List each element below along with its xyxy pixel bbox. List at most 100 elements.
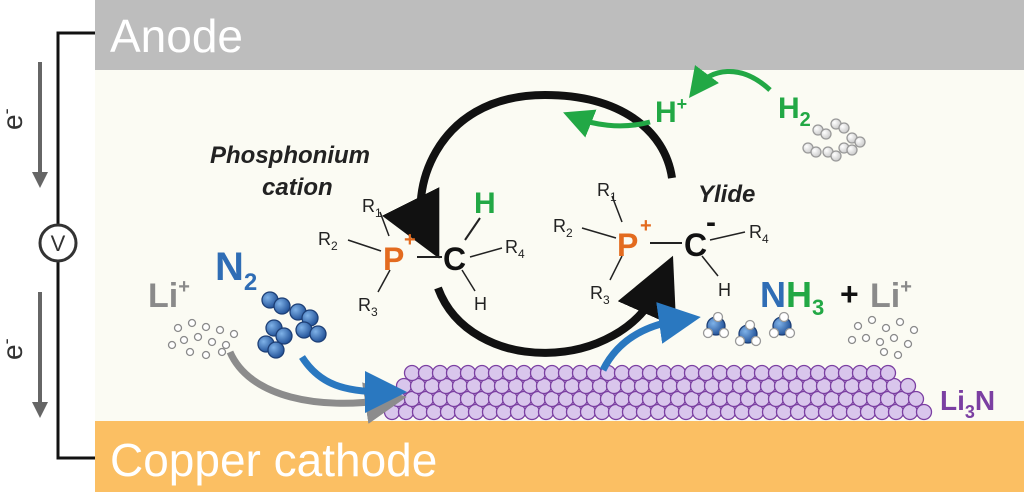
lithium-particle xyxy=(187,318,197,328)
electron-label-bottom: e- xyxy=(0,338,28,360)
li3n-sphere xyxy=(585,364,603,382)
lithium-to-cathode-arrow xyxy=(226,350,407,424)
li3n-sphere xyxy=(837,364,855,382)
li3n-sphere xyxy=(571,364,589,382)
li3n-sphere xyxy=(543,364,561,382)
li3n-sphere xyxy=(459,364,477,382)
anode-bar xyxy=(95,0,1024,70)
li3n-sphere xyxy=(473,364,491,382)
cycle-arrow-top-right xyxy=(544,91,676,179)
li3n-sphere xyxy=(899,377,917,395)
lithium-particle xyxy=(893,350,903,360)
lithium-ion-product-particles xyxy=(847,315,919,360)
hydrogen-particle xyxy=(810,146,822,158)
electrolyte-background xyxy=(95,68,1024,423)
lithium-particle xyxy=(889,333,899,343)
li3n-sphere xyxy=(487,364,505,382)
lithium-particle xyxy=(201,350,211,360)
li3n-sphere xyxy=(809,364,827,382)
li3n-sphere xyxy=(795,364,813,382)
bond-p-r1 xyxy=(611,195,623,223)
lithium-particle xyxy=(215,325,225,335)
li3n-sphere xyxy=(403,364,421,382)
carbon-atom: C xyxy=(443,241,466,277)
ammonia-molecules xyxy=(702,311,796,347)
ylide-structure: P + C - H R1 R2 R3 R4 xyxy=(553,180,769,307)
plus-sign: + xyxy=(840,276,859,312)
ammonia-hydrogen xyxy=(702,327,714,339)
li3n-sphere xyxy=(655,364,673,382)
hydrogen-particle xyxy=(846,144,858,156)
anode: Anode xyxy=(95,0,1024,70)
lithium-ion-particles xyxy=(167,318,239,360)
phosphonium-label-line2: cation xyxy=(262,174,333,201)
li3n-sphere xyxy=(753,364,771,382)
lithium-particle xyxy=(221,340,231,350)
bond-p-r3 xyxy=(609,255,623,281)
proton-to-cycle-arrow xyxy=(563,109,651,138)
lithium-particle xyxy=(881,323,891,333)
lithium-particle xyxy=(875,337,885,347)
lithium-particle xyxy=(207,337,217,347)
lithium-particle xyxy=(179,335,189,345)
li3n-sphere xyxy=(865,364,883,382)
cathode-label: Copper cathode xyxy=(110,434,437,486)
nitrogen-atom xyxy=(273,297,291,315)
hydrogen-atom: H xyxy=(718,280,731,300)
lithium-particle xyxy=(229,329,239,339)
hydrogen-particle xyxy=(838,122,850,134)
ammonia-hydrogen xyxy=(712,311,724,323)
bond-c-h xyxy=(701,255,719,277)
nitrogen-atom xyxy=(275,327,293,345)
phosphonium-label-line1: Phosphonium xyxy=(210,142,370,169)
li3n-sphere xyxy=(445,364,463,382)
bond-c-h-top xyxy=(464,217,481,241)
cathode-bar xyxy=(95,421,1024,492)
ammonia-hydrogen xyxy=(750,335,762,347)
lithium-particle xyxy=(879,347,889,357)
hydrogen-atom-green: H xyxy=(474,187,496,220)
li3n-sphere xyxy=(431,364,449,382)
li3n-sphere xyxy=(529,364,547,382)
phosphorus-charge: + xyxy=(640,215,652,237)
ammonia-release-arrow xyxy=(599,302,701,372)
circuit-wire-bottom xyxy=(56,262,95,460)
lithium-particle xyxy=(167,340,177,350)
li3n-label: Li3N xyxy=(940,385,995,422)
lithium-particle xyxy=(173,323,183,333)
lithium-particle xyxy=(861,333,871,343)
li3n-sphere xyxy=(683,364,701,382)
r1-label: R1 xyxy=(597,180,617,204)
li3n-sphere xyxy=(851,364,869,382)
phosphorus-atom: P xyxy=(383,241,404,277)
carbanion-charge: - xyxy=(706,206,716,239)
lithium-particle xyxy=(903,339,913,349)
phosphorus-atom: P xyxy=(617,227,638,263)
li3n-sphere xyxy=(711,364,729,382)
proton-label: H+ xyxy=(655,94,687,129)
hydrogen-particle xyxy=(854,136,866,148)
li3n-sphere xyxy=(613,364,631,382)
r3-label: R3 xyxy=(358,295,378,319)
li3n-sphere xyxy=(739,364,757,382)
catalytic-cycle xyxy=(382,91,677,357)
ammonia-hydrogen xyxy=(778,311,790,323)
li3n-sphere xyxy=(915,403,933,421)
anode-label: Anode xyxy=(110,10,243,62)
electron-label-top: e- xyxy=(0,108,28,130)
li3n-sphere xyxy=(641,364,659,382)
li3n-sphere xyxy=(501,364,519,382)
cycle-arrow-left xyxy=(382,91,546,259)
nitrogen-label: N2 xyxy=(215,245,257,296)
hydrogen-particle xyxy=(820,128,832,140)
li3n-layer xyxy=(383,364,933,421)
voltmeter-icon xyxy=(38,223,78,263)
lithium-particle xyxy=(847,335,857,345)
nitrogen-atom xyxy=(267,341,285,359)
r3-label: R3 xyxy=(590,283,610,307)
r2-label: R2 xyxy=(318,229,338,253)
bond-c-h-bottom xyxy=(461,269,476,292)
lithium-particle xyxy=(217,347,227,357)
li3n-sphere xyxy=(823,364,841,382)
circuit-wire-top xyxy=(56,31,95,224)
